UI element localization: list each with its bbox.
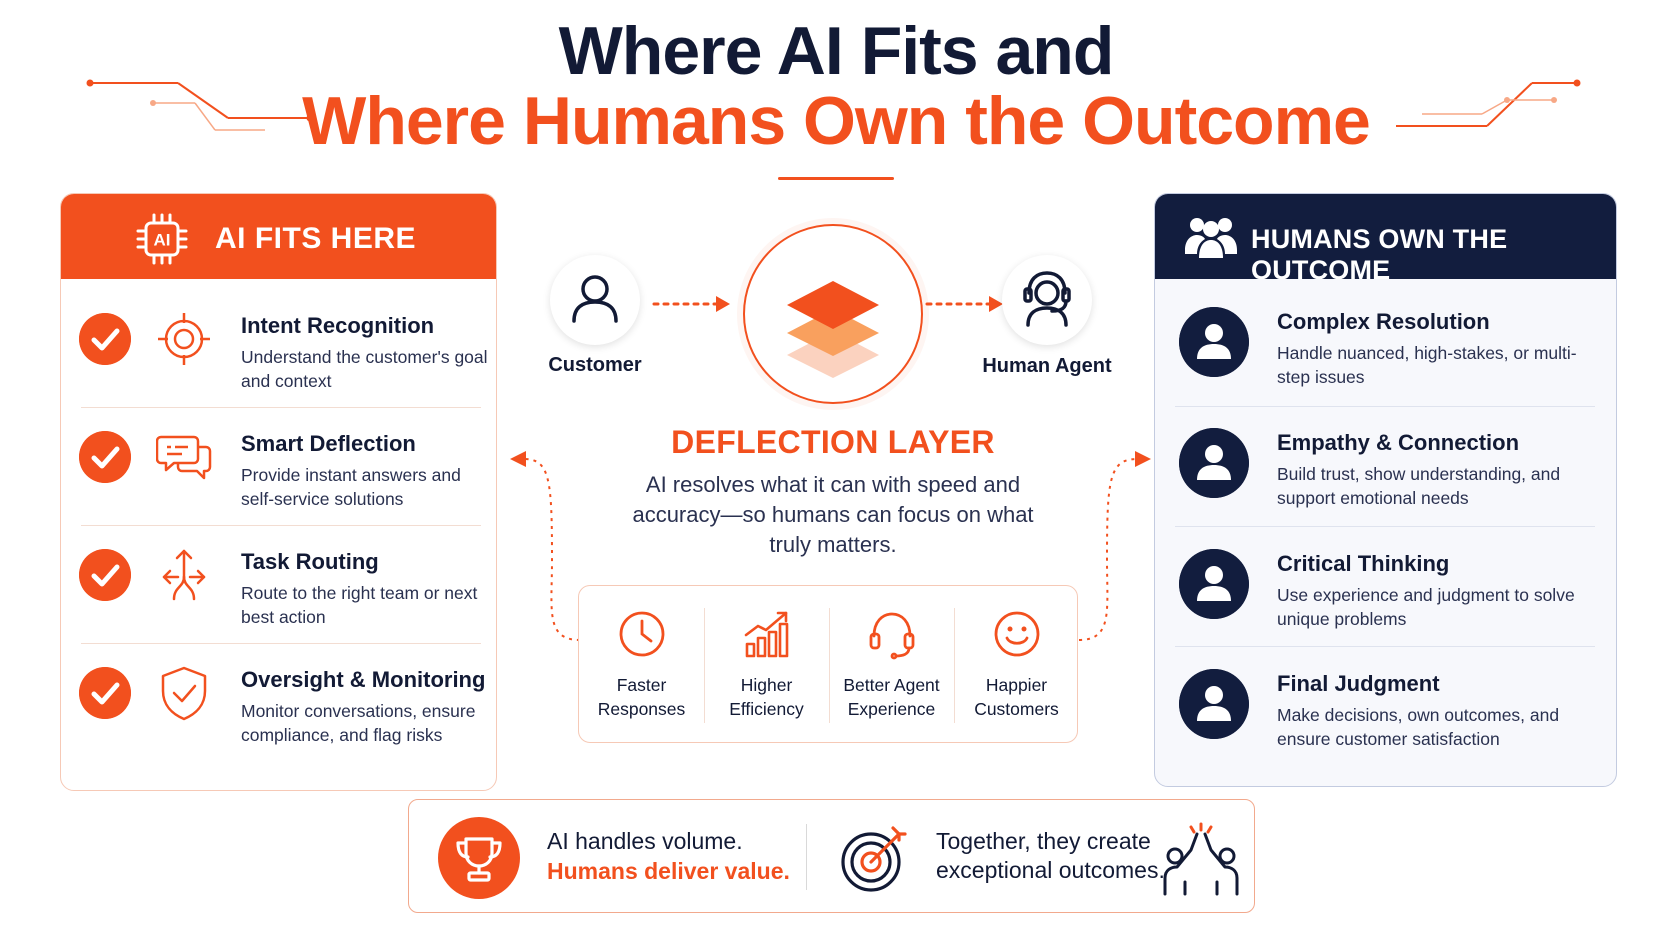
humans-own-heading: HUMANS OWN THE OUTCOME (1251, 224, 1508, 285)
item-description: Handle nuanced, high-stakes, or multi-st… (1277, 343, 1577, 387)
ai-fits-header: AI AI FITS HERE (61, 194, 496, 279)
layers-icon (787, 281, 879, 378)
item-title: Empathy & Connection (1277, 430, 1520, 455)
divider (954, 608, 955, 723)
divider (829, 608, 830, 723)
smiley-icon (994, 611, 1040, 657)
headset-icon (869, 612, 915, 660)
connector-to-humans-panel (1078, 451, 1151, 641)
item-description: Make decisions, own outcomes, and ensure… (1277, 705, 1560, 749)
trophy-icon (456, 837, 502, 882)
item-title: Smart Deflection (241, 431, 416, 456)
list-item-smart-deflection: Smart Deflection Provide instant answers… (61, 401, 496, 525)
list-item-task-routing: Task Routing Route to the right team or … (61, 519, 496, 643)
item-title: Oversight & Monitoring (241, 667, 486, 692)
title-line-1: Where AI Fits and (558, 13, 1115, 89)
item-description: Provide instant answers and self-service… (241, 465, 461, 509)
list-item-intent-recognition: Intent Recognition Understand the custom… (61, 283, 496, 407)
check-icon (79, 549, 131, 601)
person-avatar-icon (1179, 428, 1249, 498)
deflection-layer-title: DEFLECTION LAYER (671, 424, 995, 460)
humans-own-header: HUMANS OWN THE OUTCOME (1155, 194, 1616, 285)
deflection-layer-hub (743, 224, 923, 404)
divider (81, 525, 481, 526)
item-description: Use experience and judgment to solve uni… (1277, 585, 1575, 629)
high-five-icon (1163, 822, 1239, 896)
chat-bubbles-icon (156, 435, 212, 480)
connector-to-ai-panel (510, 451, 581, 641)
divider (81, 407, 481, 408)
ai-fits-panel: AI AI FITS HERE Intent Recognition Under… (60, 193, 497, 791)
deflection-layer-description: AI resolves what it can with speed and a… (632, 472, 1034, 557)
flow-arrow-to-agent (925, 296, 1003, 312)
circuit-decoration-left (86, 79, 314, 131)
human-agent-label: Human Agent (982, 355, 1112, 377)
person-avatar-icon (1179, 307, 1249, 377)
check-icon (79, 313, 131, 365)
growth-chart-icon (744, 611, 789, 658)
banner-together-text-1: Together, they create (936, 828, 1151, 854)
divider (704, 608, 705, 723)
headset-agent-icon (1023, 271, 1071, 327)
item-description: Build trust, show understanding, and sup… (1277, 464, 1561, 508)
banner-ai-text: AI handles volume. (547, 828, 743, 854)
person-avatar-icon (1179, 669, 1249, 739)
item-description: Route to the right team or next best act… (241, 583, 478, 627)
item-title: Intent Recognition (241, 313, 435, 338)
humans-own-panel: HUMANS OWN THE OUTCOME Complex Resolutio… (1154, 193, 1617, 787)
svg-text:AI: AI (154, 231, 171, 250)
list-item-critical-thinking: Critical Thinking Use experience and jud… (1155, 523, 1616, 647)
list-item-empathy-connection: Empathy & Connection Build trust, show u… (1155, 402, 1616, 526)
list-item-oversight-monitoring: Oversight & Monitoring Monitor conversat… (61, 637, 496, 761)
clock-icon (619, 611, 665, 657)
target-arrow-icon (841, 826, 907, 892)
item-description: Understand the customer's goal and conte… (241, 347, 488, 391)
divider (1175, 646, 1595, 647)
ai-fits-heading: AI FITS HERE (215, 222, 417, 255)
human-agent-node (1002, 255, 1092, 345)
item-title: Task Routing (241, 549, 379, 574)
target-crosshair-icon (158, 313, 210, 365)
item-title: Complex Resolution (1277, 309, 1490, 334)
customer-icon (572, 275, 618, 323)
list-item-final-judgment: Final Judgment Make decisions, own outco… (1155, 643, 1616, 767)
item-description: Monitor conversations, ensure compliance… (241, 701, 476, 745)
check-icon (79, 431, 131, 483)
divider (1175, 526, 1595, 527)
list-item-complex-resolution: Complex Resolution Handle nuanced, high-… (1155, 281, 1616, 405)
item-title: Critical Thinking (1277, 551, 1450, 576)
divider (1175, 406, 1595, 407)
ai-chip-icon: AI (136, 213, 188, 265)
person-avatar-icon (1179, 549, 1249, 619)
routing-arrows-icon (162, 549, 206, 601)
title-underline (778, 177, 894, 180)
shield-check-icon (161, 666, 207, 721)
check-icon (79, 667, 131, 719)
circuit-decoration-right (1396, 79, 1581, 127)
banner-together-text-2: exceptional outcomes. (936, 857, 1165, 883)
flow-arrow-to-layer (652, 296, 730, 312)
divider (81, 643, 481, 644)
title-line-2: Where Humans Own the Outcome (302, 83, 1371, 159)
customer-node (550, 255, 640, 345)
banner-human-text: Humans deliver value. (547, 858, 790, 884)
people-group-icon (1185, 218, 1237, 258)
item-title: Final Judgment (1277, 671, 1440, 696)
summary-banner: AI handles volume. Humans deliver value.… (408, 799, 1255, 913)
divider (806, 824, 807, 890)
trophy-badge (438, 817, 520, 899)
customer-label: Customer (548, 354, 642, 376)
